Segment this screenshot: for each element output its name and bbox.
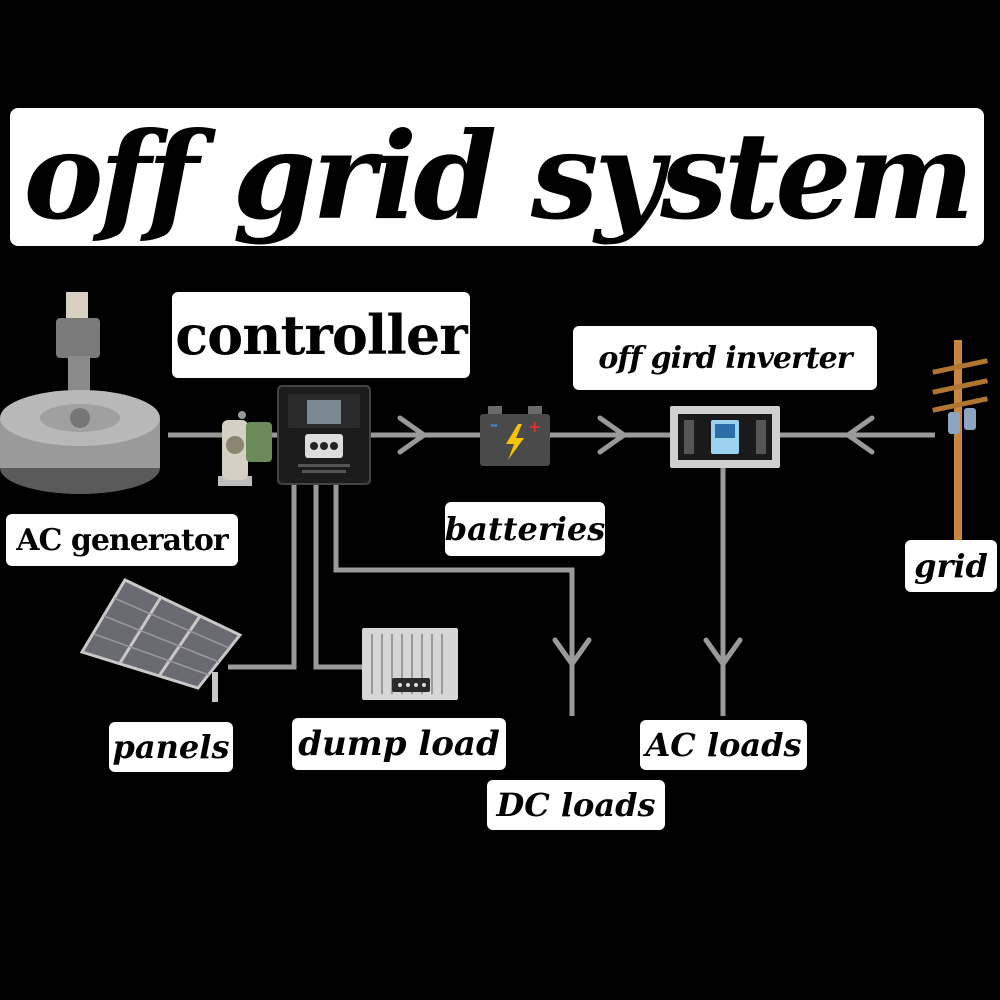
- svg-text:+: +: [528, 417, 541, 436]
- battery-icon: – +: [480, 406, 550, 466]
- arrow-to-battery: [397, 415, 429, 455]
- flow-arrows: [397, 415, 875, 669]
- page-title: off grid system: [10, 108, 984, 246]
- wire-dump-controller: [313, 483, 362, 670]
- inverter-icon: [670, 406, 780, 468]
- rectifier-icon: [218, 411, 272, 486]
- dump-load-resistor-icon: [362, 628, 458, 700]
- inverter-label: off gird inverter: [573, 326, 877, 390]
- solar-panel-icon: [79, 578, 243, 702]
- generator-label: AC generator: [6, 514, 238, 566]
- svg-text:–: –: [490, 415, 498, 434]
- charge-controller-icon: [277, 385, 371, 485]
- grid-label: grid: [905, 540, 997, 592]
- arrow-from-grid: [843, 415, 875, 455]
- ac-generator-icon: [0, 292, 160, 494]
- wires: [168, 432, 935, 716]
- arrow-dc-loads: [552, 637, 592, 669]
- panels-label: panels: [109, 722, 233, 772]
- controller-label: controller: [172, 292, 470, 378]
- batteries-label: batteries: [445, 502, 605, 556]
- dump-load-label: dump load: [292, 718, 506, 770]
- wire-dc-loads: [333, 483, 575, 716]
- arrow-ac-loads: [703, 637, 743, 669]
- ac-loads-label: AC loads: [640, 720, 807, 770]
- dc-loads-label: DC loads: [487, 780, 665, 830]
- utility-pole-icon: [932, 340, 989, 540]
- arrow-to-inverter: [597, 415, 629, 455]
- wire-panels-controller: [228, 483, 297, 670]
